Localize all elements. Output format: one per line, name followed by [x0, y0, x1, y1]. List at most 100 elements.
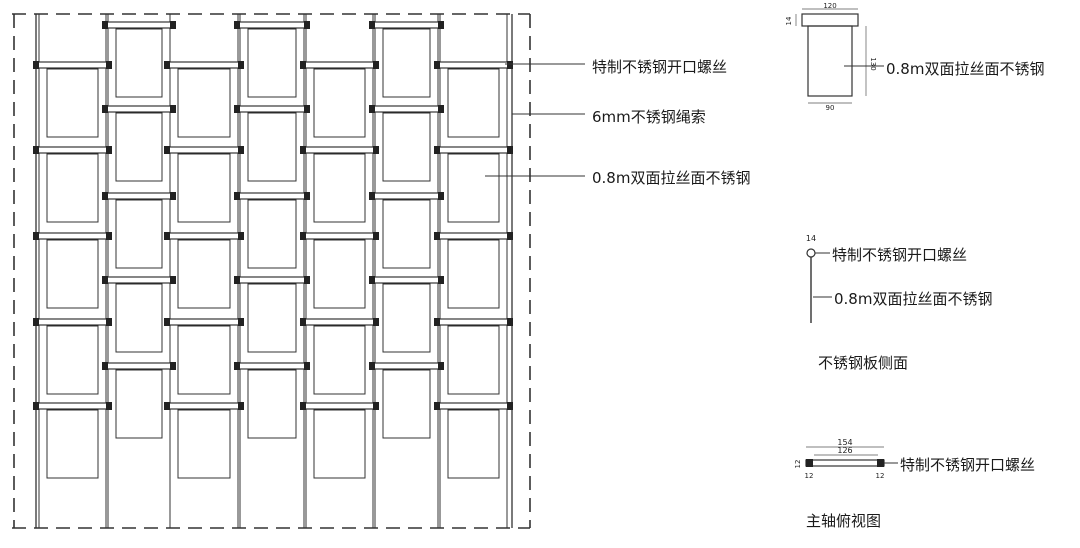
- axis-bar: [34, 146, 111, 154]
- axis-bar: [235, 276, 309, 284]
- panel: [313, 239, 366, 309]
- panel: [177, 153, 231, 223]
- dim-text-right: 12: [876, 472, 885, 480]
- dim-text-width-bottom: 90: [826, 104, 835, 112]
- dim-text-side-top: 14: [806, 234, 816, 243]
- label-elev-panel: 0.8m双面拉丝面不锈钢: [592, 169, 751, 187]
- screw-clamp: [170, 192, 176, 200]
- axis-bar: [34, 402, 111, 410]
- screw-clamp: [33, 61, 39, 69]
- screw-clamp: [438, 105, 444, 113]
- axis-bar: [370, 362, 443, 370]
- panel: [447, 325, 500, 395]
- screw-clamp: [102, 192, 108, 200]
- screw-clamp: [234, 21, 240, 29]
- panel: [177, 68, 231, 138]
- axis-bar: [235, 362, 309, 370]
- screw-clamp: [33, 232, 39, 240]
- label-panel-detail: 0.8m双面拉丝面不锈钢: [886, 60, 1045, 78]
- axis-bar: [435, 232, 512, 240]
- axis-bar: [370, 276, 443, 284]
- top-view-right-cap: [877, 459, 884, 467]
- screw-clamp: [304, 21, 310, 29]
- axis-bar: [370, 105, 443, 113]
- panel: [313, 68, 366, 138]
- screw-clamp: [373, 232, 379, 240]
- screw-clamp: [369, 21, 375, 29]
- screw-clamp: [300, 318, 306, 326]
- screw-clamp: [304, 362, 310, 370]
- screw-clamp: [106, 146, 112, 154]
- screw-clamp: [434, 402, 440, 410]
- screw-clamp: [304, 276, 310, 284]
- screw-clamp: [102, 276, 108, 284]
- axis-bar: [165, 146, 243, 154]
- screw-clamp: [102, 21, 108, 29]
- axis-bar: [435, 318, 512, 326]
- screw-clamp: [507, 318, 513, 326]
- screw-clamp: [369, 105, 375, 113]
- screw-clamp: [234, 192, 240, 200]
- screw-clamp: [164, 232, 170, 240]
- screw-clamp: [164, 61, 170, 69]
- axis-bar: [103, 362, 175, 370]
- axis-bar: [165, 232, 243, 240]
- screw-clamp: [234, 276, 240, 284]
- axis-bar: [301, 402, 378, 410]
- screw-clamp: [164, 146, 170, 154]
- axis-bar: [34, 318, 111, 326]
- dim-text-left: 12: [805, 472, 814, 480]
- screw-clamp: [238, 61, 244, 69]
- screw-clamp: [102, 105, 108, 113]
- screw-clamp: [438, 21, 444, 29]
- screw-clamp: [304, 192, 310, 200]
- axis-bar: [165, 318, 243, 326]
- axis-bar: [165, 402, 243, 410]
- panel: [447, 409, 500, 479]
- screw-clamp: [106, 402, 112, 410]
- panel: [447, 153, 500, 223]
- screw-clamp: [106, 61, 112, 69]
- axis-bar: [301, 61, 378, 69]
- panel: [313, 153, 366, 223]
- screw-clamp: [300, 232, 306, 240]
- panel: [115, 283, 163, 353]
- screw-clamp: [238, 318, 244, 326]
- panel: [447, 239, 500, 309]
- screw-clamp: [106, 318, 112, 326]
- panel: [382, 283, 431, 353]
- top-view-axis: [805, 459, 885, 467]
- label-elev-rope: 6mm不锈钢绳索: [592, 108, 706, 126]
- screw-clamp: [106, 232, 112, 240]
- axis-bar: [370, 21, 443, 29]
- screw-clamp: [170, 362, 176, 370]
- panel: [382, 199, 431, 269]
- top-view: [805, 446, 898, 467]
- axis-bar: [165, 61, 243, 69]
- screw-clamp: [369, 362, 375, 370]
- panel: [46, 325, 99, 395]
- screw-clamp: [438, 362, 444, 370]
- panel: [115, 28, 163, 98]
- axis-bar: [103, 192, 175, 200]
- screw-clamp: [33, 146, 39, 154]
- screw-clamp: [33, 318, 39, 326]
- dim-text-tab: 14: [785, 16, 793, 25]
- panel: [247, 283, 297, 353]
- panel: [447, 68, 500, 138]
- screw-clamp: [507, 61, 513, 69]
- panel: [46, 153, 99, 223]
- axis-bar: [301, 318, 378, 326]
- screw-clamp: [434, 61, 440, 69]
- axis-bar: [435, 61, 512, 69]
- label-elev-screw: 特制不锈钢开口螺丝: [592, 58, 728, 76]
- screw-clamp: [507, 232, 513, 240]
- axis-bar: [103, 21, 175, 29]
- dim-text-inner: 126: [837, 446, 852, 455]
- panel: [46, 239, 99, 309]
- axis-bar: [301, 232, 378, 240]
- panel: [382, 369, 431, 439]
- screw-clamp: [170, 21, 176, 29]
- label-side-screw: 特制不锈钢开口螺丝: [832, 246, 968, 264]
